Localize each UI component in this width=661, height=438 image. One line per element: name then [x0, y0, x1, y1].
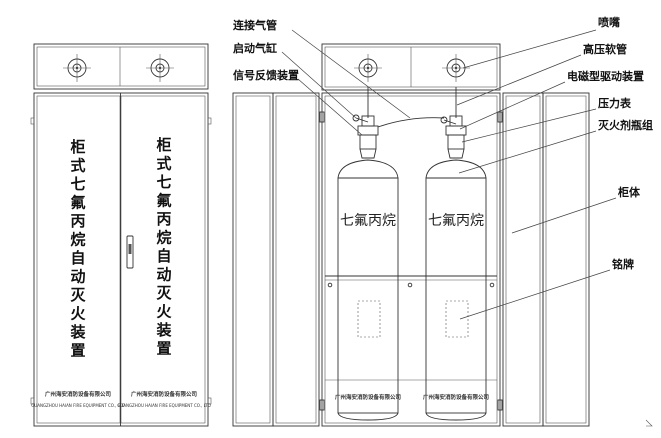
door-left-text-char: 火 [70, 305, 86, 323]
door-right-text-char: 自 [156, 247, 171, 265]
door-right-text-char: 火 [156, 303, 172, 321]
nozzle-icon-front-right [146, 54, 174, 82]
inner-view-cabinet: 七氟丙烷 广州海安消防设备有限公司 七氟丙烷 广州海安消防设备有限公司 [232, 43, 590, 427]
door-right-text-char: 七 [156, 173, 171, 191]
door-right-text-char: 灭 [155, 284, 172, 302]
door-left-text-char: 柜 [69, 138, 85, 156]
door-right-text-char: 氟 [156, 192, 171, 210]
door-left-text-char: 置 [70, 342, 85, 360]
door-left-text-char: 氟 [70, 194, 85, 212]
corner-mark-icon [645, 419, 653, 427]
door-left-text-char: 七 [70, 175, 85, 193]
nozzle-icon-front-left [63, 54, 91, 82]
label-connecting-pipe: 连接气管 [233, 18, 277, 32]
door-left-text-char: 灭 [69, 286, 86, 304]
label-nameplate: 铭牌 [612, 257, 634, 271]
cylinder-left-company: 广州海安消防设备有限公司 [335, 393, 401, 401]
label-pressure-gauge: 压力表 [598, 96, 632, 110]
cylinder-right: 七氟丙烷 广州海安消防设备有限公司 [423, 115, 489, 421]
door-left-text-char: 自 [70, 249, 85, 267]
cylinder-right-label: 七氟丙烷 [428, 213, 484, 229]
cylinder-left-label: 七氟丙烷 [340, 213, 396, 229]
door-left-text-char: 动 [70, 268, 85, 286]
nozzle-icon-inner-left [354, 54, 382, 82]
label-cabinet-body: 柜体 [617, 185, 641, 199]
label-extinguisher-cylinder-group: 灭火剂瓶组 [597, 118, 653, 132]
door-left-text-char: 丙 [70, 212, 85, 230]
callout-labels: 连接气管 启动气缸 信号反馈装置 喷嘴 高压软管 电磁型驱动装置 压力表 灭火剂… [233, 15, 653, 320]
door-left-text-char: 烷 [70, 231, 85, 249]
label-start-cylinder: 启动气缸 [233, 41, 277, 55]
label-high-pressure-hose: 高压软管 [583, 42, 627, 56]
door-left-text-char: 式 [70, 157, 85, 175]
label-nozzle: 喷嘴 [598, 15, 620, 29]
front-company-en-left: GUANGZHOU HAIAN FIRE EQUIPMENT CO., LTD [31, 403, 125, 408]
label-solenoid-driver: 电磁型驱动装置 [567, 69, 644, 83]
door-right-text-char: 装 [155, 321, 172, 339]
nozzle-icon-inner-right [442, 54, 470, 82]
front-company-cn-right: 广州海安消防设备有限公司 [131, 390, 197, 398]
door-handle [126, 235, 134, 269]
front-company-en-right: GUANGZHOU HAIAN FIRE EQUIPMENT CO., LTD [117, 403, 211, 408]
door-right-text-char: 柜 [155, 136, 171, 154]
door-right-text-char: 动 [156, 266, 171, 284]
label-signal-feedback: 信号反馈装置 [233, 68, 299, 82]
cylinder-left: 七氟丙烷 广州海安消防设备有限公司 [335, 114, 401, 421]
door-left-text-char: 装 [69, 323, 86, 341]
cylinder-right-company: 广州海安消防设备有限公司 [423, 393, 489, 401]
front-company-cn-left: 广州海安消防设备有限公司 [45, 390, 111, 398]
door-right-text-char: 式 [156, 155, 171, 173]
door-right-text-char: 置 [156, 340, 171, 358]
door-right-text-char: 丙 [156, 210, 171, 228]
door-right-text-char: 烷 [156, 229, 171, 247]
